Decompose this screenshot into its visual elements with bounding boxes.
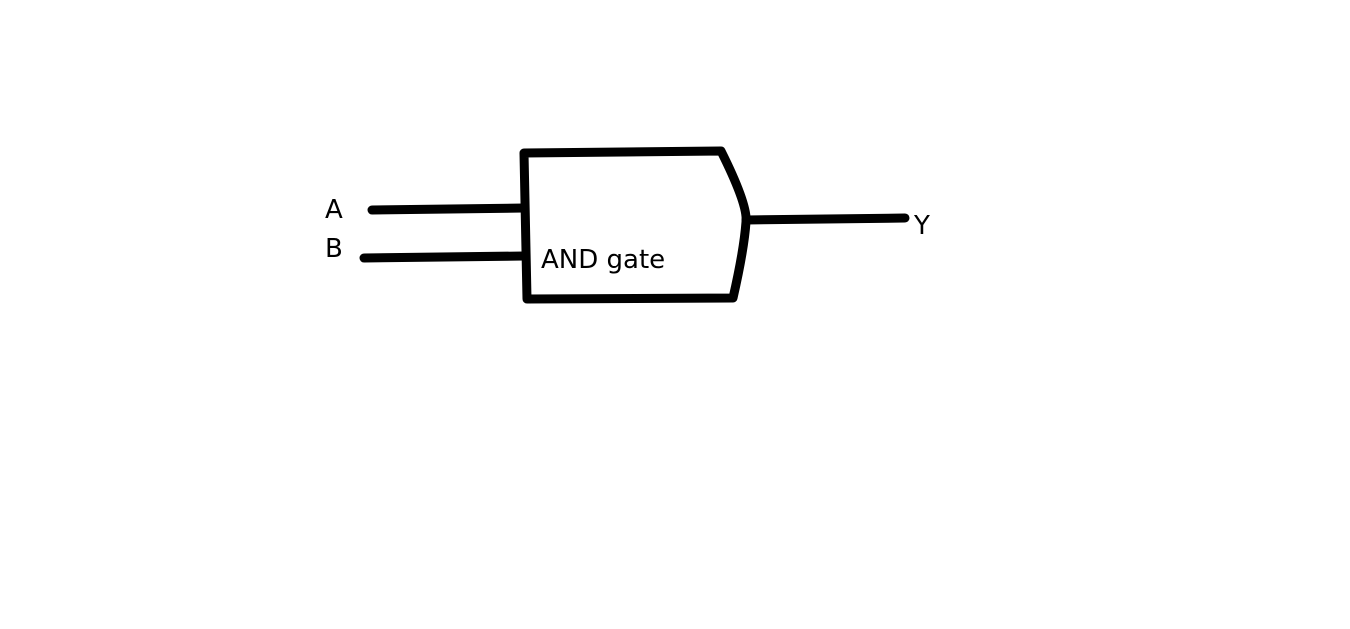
input-wire-a bbox=[367, 203, 529, 215]
output-label-y: Y bbox=[913, 211, 930, 241]
gate-label: AND gate bbox=[541, 245, 665, 275]
input-label-b: B bbox=[325, 234, 343, 264]
output-wire-y bbox=[741, 213, 910, 225]
and-gate-symbol bbox=[519, 146, 751, 304]
input-label-a: A bbox=[325, 195, 343, 225]
input-wire-b bbox=[359, 251, 529, 263]
